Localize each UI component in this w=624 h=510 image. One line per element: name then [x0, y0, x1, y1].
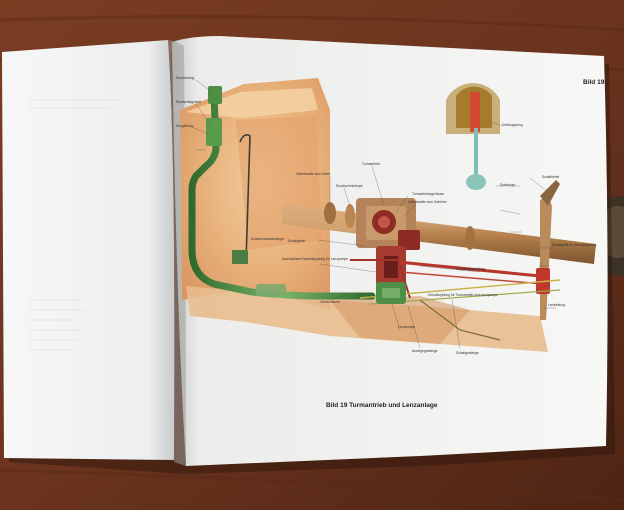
callout-label: Kreuzkupplung für Turmantrieb und Lenzpu… — [428, 293, 498, 297]
callout-label: Druckschmierkopf — [336, 184, 363, 188]
callout-label: Drehknopf — [500, 183, 516, 187]
inset-detail — [446, 83, 500, 190]
callout-label: Schaltgriffe für Kreuzkupplung — [552, 243, 597, 247]
callout-label: Gelenkwelle zum Motor — [296, 172, 331, 176]
turret-drive-housing — [356, 198, 420, 286]
guide-rod — [239, 134, 251, 263]
left-page — [2, 40, 175, 460]
page-number: Bild 19 — [583, 79, 605, 86]
callout-label: Kupplungsgestänge — [456, 267, 486, 271]
callout-label: Schaltgestänge — [456, 351, 479, 355]
callout-label: Saugleitung — [176, 124, 194, 128]
callout-label: Schalthebel — [542, 175, 560, 179]
callout-label: Rückschlagventil — [176, 100, 201, 104]
callout-label: Lenzpumpe — [398, 325, 416, 329]
callout-label: Schaltgeber — [288, 239, 306, 243]
callout-label: Gelenkwelle zum Getriebe — [408, 200, 447, 204]
callout-label: Turmantrieb — [362, 162, 380, 166]
callout-label: Druckleitung — [176, 76, 195, 80]
callout-label: Anzeigegestänge — [412, 349, 438, 353]
pipe-valve-top — [208, 86, 222, 104]
pipe-valve — [206, 118, 222, 146]
schmutzwasser-klappe — [232, 250, 248, 264]
callout-label: Lenzleitung — [548, 303, 565, 307]
callout-label: Ausrückbare Klauenkupplung für Lenzpumpe — [282, 257, 348, 261]
leader-lines — [193, 79, 556, 349]
callout-label: Drehkupplung — [502, 123, 523, 127]
figure-caption: Bild 19 Turmantrieb und Lenzanlage — [326, 402, 438, 409]
callout-label: Schmutzwasserklappe — [251, 237, 284, 241]
callout-label: Gleitschlauch — [320, 300, 340, 304]
callout-label: Turmantriebsgehäuse — [412, 192, 444, 196]
